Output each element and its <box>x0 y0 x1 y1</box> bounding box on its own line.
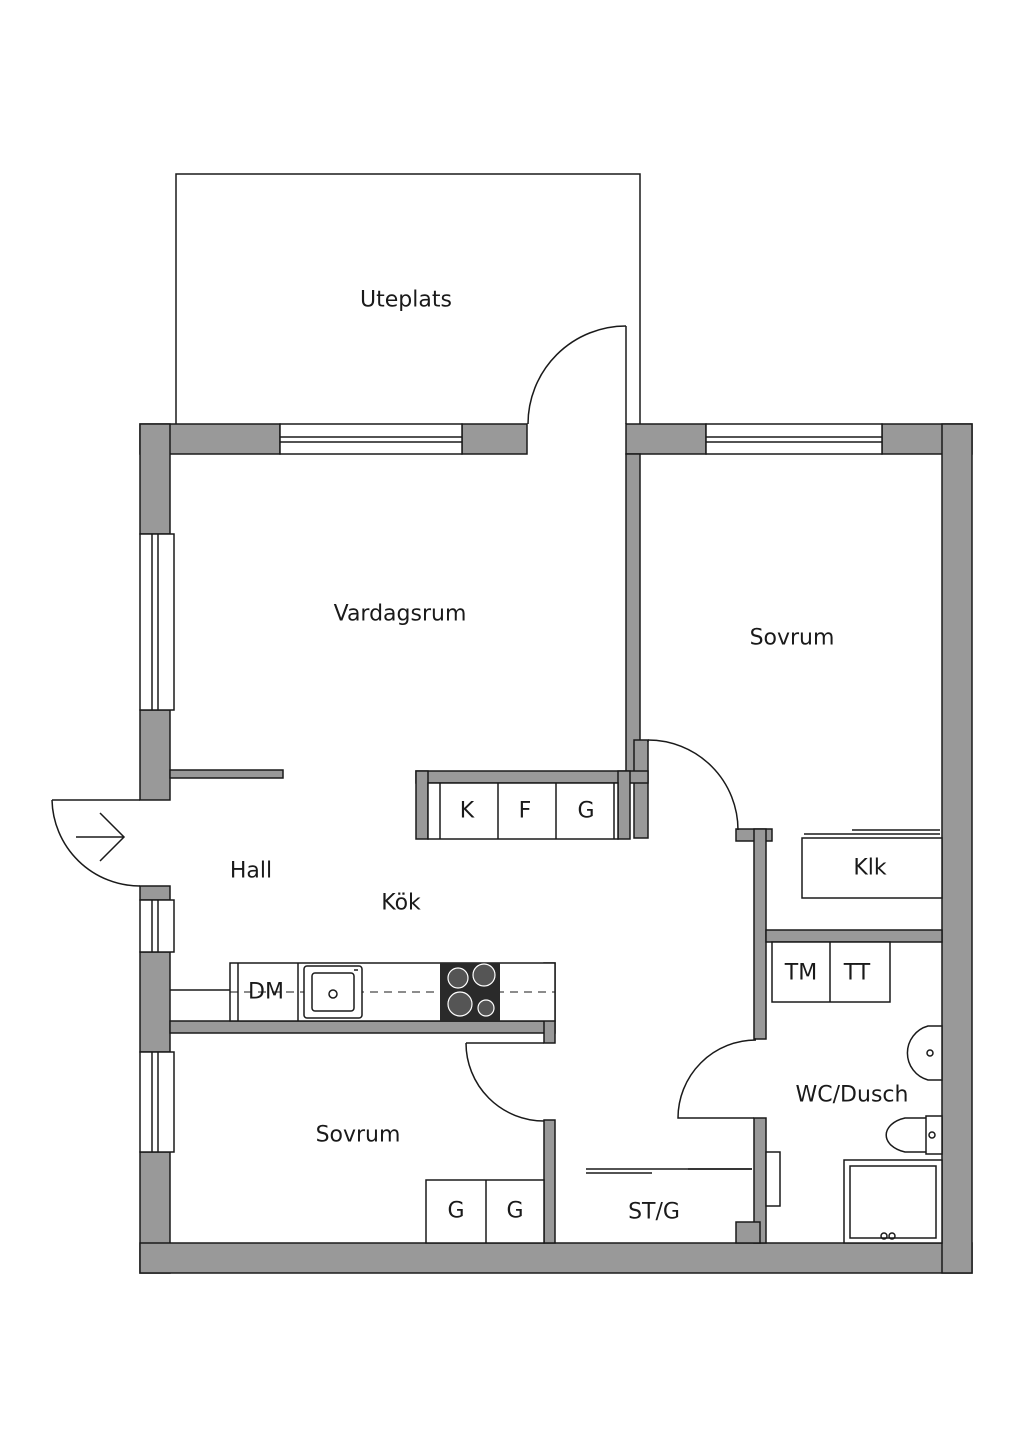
storage-sliding-doors <box>586 1151 781 1207</box>
label-sovrum-top: Sovrum <box>750 626 835 651</box>
label-st-g: ST/G <box>628 1200 680 1225</box>
entrance-arrow-icon <box>76 812 126 862</box>
label-kok: Kök <box>381 891 421 916</box>
label-klk: Klk <box>853 856 887 881</box>
laundry <box>771 941 891 1003</box>
windows <box>139 423 883 1153</box>
window-vardagsrum-left <box>139 533 175 711</box>
label-g-kitchen: G <box>577 799 594 824</box>
washbasin-icon <box>906 1025 943 1081</box>
room-labels: Uteplats Vardagsrum Sovrum Hall Kök Klk … <box>230 288 909 1225</box>
label-wc-dusch: WC/Dusch <box>796 1083 909 1108</box>
kitchen-appliances <box>427 782 619 840</box>
window-sovrum-top <box>705 423 883 455</box>
doors <box>51 325 757 1122</box>
patio-outline <box>175 173 641 424</box>
shower-icon <box>843 1159 943 1244</box>
label-sovrum-bottom: Sovrum <box>316 1123 401 1148</box>
kitchen-counter <box>170 962 556 1022</box>
label-k: K <box>460 799 475 824</box>
label-f: F <box>519 799 532 824</box>
label-tt: TT <box>843 961 871 986</box>
stove-icon <box>440 963 500 1021</box>
toilet-icon <box>885 1115 943 1155</box>
appliance-labels: K F G DM TM TT G G <box>248 799 871 1224</box>
window-sovrum-left <box>139 1051 175 1153</box>
wardrobes <box>425 1179 545 1244</box>
outer-walls <box>139 423 973 1274</box>
sink-icon <box>303 965 363 1019</box>
label-vardagsrum: Vardagsrum <box>334 602 467 627</box>
door-patio <box>527 325 627 425</box>
label-dm: DM <box>248 980 284 1005</box>
door-wc <box>677 1038 757 1119</box>
closet-klk <box>801 829 943 899</box>
door-sovrum-top <box>647 739 739 831</box>
door-sovrum-bottom <box>465 1042 545 1122</box>
label-g-wardrobe-1: G <box>447 1199 464 1224</box>
window-vardagsrum-top <box>279 423 463 455</box>
door-entrance <box>51 799 141 887</box>
bathroom-fixtures <box>843 1025 943 1244</box>
label-tm: TM <box>784 961 817 986</box>
label-g-wardrobe-2: G <box>506 1199 523 1224</box>
label-hall: Hall <box>230 859 272 884</box>
window-hall-left <box>139 899 175 953</box>
label-uteplats: Uteplats <box>360 288 452 313</box>
